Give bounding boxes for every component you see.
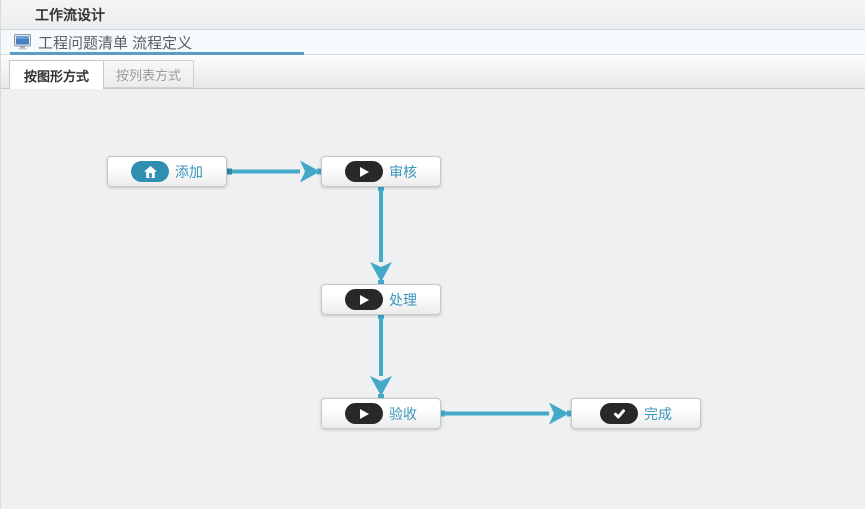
flow-node-add[interactable]: 添加 — [107, 156, 227, 187]
play-icon — [345, 289, 383, 310]
play-icon — [345, 403, 383, 424]
node-label: 处理 — [389, 291, 417, 308]
monitor-icon — [14, 34, 31, 50]
node-label: 审核 — [389, 163, 417, 180]
check-icon — [600, 403, 638, 424]
header-bar: 工作流设计 — [1, 0, 865, 30]
subheader-bar: 工程问题清单 流程定义 — [1, 30, 865, 55]
node-label: 验收 — [389, 405, 417, 422]
page-title: 工作流设计 — [35, 6, 105, 23]
home-icon — [131, 161, 169, 182]
node-label: 添加 — [175, 163, 203, 180]
active-underline — [10, 52, 304, 55]
node-label: 完成 — [644, 405, 672, 422]
flow-node-process[interactable]: 处理 — [321, 284, 441, 315]
tab-list-view[interactable]: 按列表方式 — [104, 60, 194, 88]
flow-node-complete[interactable]: 完成 — [571, 398, 701, 429]
tab-strip: 按图形方式 按列表方式 — [1, 55, 865, 89]
flow-node-accept[interactable]: 验收 — [321, 398, 441, 429]
flow-canvas[interactable]: 添加 审核 处理 — [1, 89, 865, 508]
tab-graphic-view[interactable]: 按图形方式 — [9, 60, 104, 89]
breadcrumb: 工程问题清单 流程定义 — [38, 34, 193, 52]
flow-node-review[interactable]: 审核 — [321, 156, 441, 187]
play-icon — [345, 161, 383, 182]
